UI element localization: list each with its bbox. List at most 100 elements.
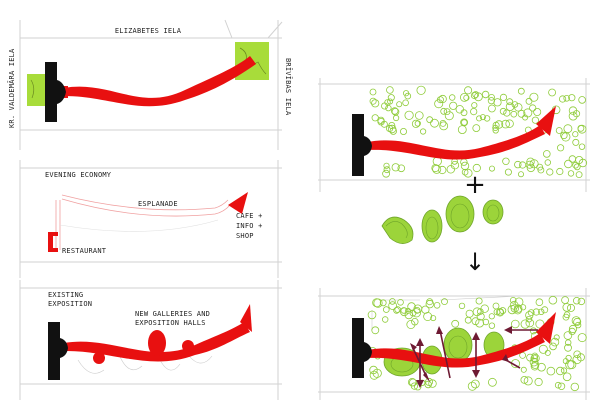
tree-mark xyxy=(517,109,526,118)
panel-galleries: EXISTING EXPOSITION NEW GALLERIES AND EX… xyxy=(19,280,282,400)
museum-building-4 xyxy=(352,318,364,378)
tree-mark xyxy=(457,125,467,135)
tree-mark xyxy=(578,143,586,150)
tree-mark xyxy=(382,316,389,323)
museum-building-3 xyxy=(352,114,364,176)
tree-mark xyxy=(487,104,496,113)
tree-mark xyxy=(573,163,581,171)
tree-mark xyxy=(411,119,421,128)
tree-mark xyxy=(530,354,539,363)
street-label-right: BRĪVĪBAS IELA xyxy=(284,58,293,116)
tree-mark xyxy=(563,95,570,102)
tree-mark xyxy=(476,308,484,315)
tree-mark xyxy=(548,88,556,97)
tree-mark xyxy=(531,116,540,124)
cafe-pavilion xyxy=(228,192,248,214)
tree-mark xyxy=(439,121,449,131)
tree-mark xyxy=(387,124,397,134)
museum-building-2 xyxy=(48,322,60,380)
tree-mark xyxy=(389,127,397,135)
tree-mark xyxy=(525,316,533,323)
tree-mark xyxy=(520,375,529,384)
tree-mark xyxy=(563,331,573,340)
gallery-pod-2 xyxy=(126,349,136,359)
tree-mark xyxy=(470,379,480,389)
tree-mark xyxy=(514,297,524,307)
tree-mark xyxy=(506,98,514,106)
down-arrow-symbol: ↓ xyxy=(465,248,485,276)
tree-mark xyxy=(488,313,495,320)
tree-mark xyxy=(562,372,572,382)
tree-mark xyxy=(527,309,535,317)
gallery-pod-4 xyxy=(182,340,194,352)
tree-mark xyxy=(530,362,539,371)
tree-mark xyxy=(578,158,588,168)
tree-mark xyxy=(373,298,383,308)
tree-mark xyxy=(393,307,400,314)
tree-mark xyxy=(538,308,545,315)
tree-mark xyxy=(567,170,575,177)
tree-mark xyxy=(369,88,377,96)
tree-mark xyxy=(556,366,565,376)
tree-mark xyxy=(567,303,576,312)
tree-mark xyxy=(436,96,444,104)
tree-mark xyxy=(464,316,472,324)
tree-mark xyxy=(565,354,572,362)
label-cafe-3: SHOP xyxy=(236,232,254,240)
tree-mark xyxy=(391,107,399,115)
red-axis-2 xyxy=(64,322,250,362)
tree-mark xyxy=(409,378,417,387)
connection-arrows xyxy=(410,326,538,388)
tree-mark xyxy=(560,367,568,374)
tree-mark xyxy=(560,131,568,140)
tree-mark xyxy=(536,163,544,171)
panel-site-axis: ELIZABETES IELA KR. VALDEMĀRA IELA BRĪVĪ… xyxy=(7,19,293,150)
tree-mark xyxy=(517,87,525,95)
tree-mark xyxy=(460,161,470,171)
tree-mark xyxy=(526,353,534,362)
tree-mark xyxy=(576,353,585,362)
tree-mark xyxy=(556,144,565,152)
tree-mark xyxy=(563,124,573,134)
tree-mark xyxy=(520,366,527,373)
tree-mark xyxy=(525,97,533,105)
tree-mark xyxy=(557,382,566,390)
tree-mark xyxy=(529,357,539,367)
tree-mark xyxy=(459,93,469,102)
tree-mark xyxy=(561,132,571,142)
tree-mark xyxy=(525,318,535,328)
tree-mark xyxy=(479,114,486,121)
tree-mark xyxy=(425,299,434,309)
tree-mark xyxy=(570,382,579,392)
label-cafe-2: INFO + xyxy=(236,222,263,230)
tree-mark xyxy=(577,333,587,343)
red-axis-3 xyxy=(368,125,545,160)
tree-mark xyxy=(501,119,510,129)
tree-mark xyxy=(553,334,560,341)
tree-mark xyxy=(542,150,551,158)
tree-mark xyxy=(535,298,544,307)
tree-mark xyxy=(505,119,514,128)
tree-mark xyxy=(549,342,557,351)
tree-mark xyxy=(443,108,451,115)
tree-mark xyxy=(449,94,456,101)
tree-mark xyxy=(471,102,478,109)
tree-mark xyxy=(568,324,578,334)
tree-mark xyxy=(439,120,447,127)
tree-mark xyxy=(509,296,517,304)
tree-mark xyxy=(546,366,556,376)
tree-mark xyxy=(397,298,404,306)
tree-mark xyxy=(423,311,433,321)
tree-canopy-top xyxy=(369,85,588,179)
tree-mark xyxy=(577,124,587,134)
tree-mark xyxy=(387,94,395,102)
tree-mark xyxy=(455,105,464,114)
tree-mark xyxy=(572,138,580,146)
tree-mark xyxy=(523,376,533,386)
tree-mark xyxy=(568,155,577,163)
tree-mark xyxy=(450,160,460,170)
tree-mark xyxy=(387,98,394,105)
tree-mark xyxy=(533,108,542,117)
tree-mark xyxy=(488,94,495,101)
tree-mark xyxy=(519,304,527,311)
